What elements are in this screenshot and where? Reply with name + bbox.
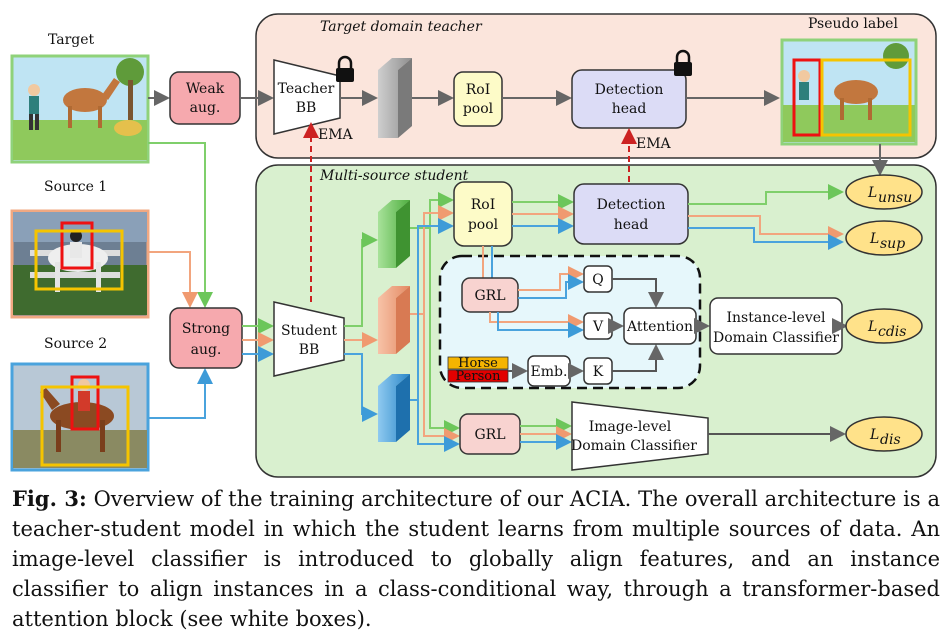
- embedding-label: Emb.: [531, 364, 568, 380]
- teacher-feature-map: [378, 58, 412, 138]
- loss-sup: L sup: [845, 220, 923, 256]
- student-feature-orange: [378, 286, 410, 354]
- student-bb-line2: BB: [299, 342, 320, 358]
- loss-dis: L dis: [845, 416, 923, 452]
- teacher-head-lock-icon: [674, 49, 692, 76]
- loss-unsu-sub: unsu: [878, 190, 912, 206]
- arrow-grl-q-blue: [518, 274, 584, 299]
- arrow-k-attention: [612, 344, 664, 372]
- strong-aug-box: [169, 307, 243, 369]
- teacher-bb-lock-icon: [336, 55, 354, 82]
- loss-unsu-symbol: L: [867, 185, 877, 201]
- image-classifier-line2: Domain Classifier: [571, 438, 697, 454]
- loss-sup-sub: sup: [880, 236, 905, 252]
- teacher-head-line1: Detection: [595, 82, 664, 98]
- arrow-source2-strong: [148, 368, 213, 419]
- target-image-label: Target: [48, 32, 95, 48]
- ema-label-backbone: EMA: [318, 127, 354, 143]
- weak-aug-box: [169, 71, 241, 125]
- teacher-backbone: [273, 59, 341, 135]
- loss-dis-sub: dis: [880, 432, 901, 448]
- strong-aug-line1: Strong: [182, 321, 230, 337]
- instance-classifier-line2: Domain Classifier: [713, 330, 839, 346]
- student-head-line2: head: [614, 217, 649, 233]
- student-roi-line1: RoI: [471, 197, 496, 213]
- teacher-head-line2: head: [612, 101, 647, 117]
- target-image: [10, 54, 150, 164]
- attention-grl-label: GRL: [474, 288, 505, 304]
- arrow-grl-v-blue: [497, 312, 584, 338]
- teacher-bb-line2: BB: [296, 100, 317, 116]
- pseudo-label-image: [780, 38, 918, 146]
- arrow-source1-strong: [148, 251, 198, 308]
- source2-image-label: Source 2: [44, 336, 107, 352]
- value-label: V: [592, 319, 604, 335]
- arrow-target-strong: [148, 142, 213, 308]
- pseudo-horse-box: [820, 58, 912, 137]
- loss-cdis-symbol: L: [867, 319, 877, 335]
- ema-label-head: EMA: [636, 136, 672, 152]
- image-classifier: [571, 401, 709, 471]
- instance-classifier-line1: Instance-level: [726, 310, 826, 326]
- student-head-line1: Detection: [597, 197, 666, 213]
- student-roi-line2: pool: [468, 217, 499, 233]
- weak-aug-line1: Weak: [186, 81, 225, 97]
- arrow-head-lunsu: [688, 184, 844, 205]
- source2-horse-box: [40, 385, 130, 467]
- image-grl-label: GRL: [474, 427, 505, 443]
- source1-image: [10, 209, 150, 319]
- class-horse-tag: [447, 356, 509, 370]
- source2-person-box: [70, 375, 100, 431]
- query-label: Q: [592, 272, 603, 288]
- loss-unsu: L unsu: [845, 174, 923, 210]
- source1-person-box: [60, 221, 94, 270]
- arrow-bb-feat-green: [344, 232, 378, 327]
- teacher-detection-head: [571, 69, 687, 129]
- loss-dis-symbol: L: [869, 427, 879, 443]
- strong-aug-line2: aug.: [191, 342, 222, 358]
- teacher-region-title: Target domain teacher: [320, 19, 483, 35]
- caption-prefix: Fig. 3:: [12, 486, 87, 511]
- source1-image-label: Source 1: [44, 179, 107, 195]
- arrow-feat-grl-blue: [417, 400, 460, 452]
- student-feature-green: [378, 200, 410, 268]
- figure-caption: Fig. 3: Overview of the training archite…: [12, 484, 940, 634]
- loss-cdis: L cdis: [845, 308, 923, 344]
- pseudo-label-title: Pseudo label: [808, 16, 898, 32]
- student-backbone: [273, 301, 345, 377]
- teacher-roi-line1: RoI: [466, 82, 491, 98]
- pseudo-person-box: [792, 58, 822, 137]
- arrow-head-lsup-blue: [688, 227, 844, 250]
- class-horse-label: Horse: [458, 356, 498, 371]
- class-person-tag: [447, 369, 509, 383]
- architecture-diagram: Target domain teacher Multi-source stude…: [10, 13, 937, 478]
- arrow-bb-feat-blue: [344, 353, 378, 422]
- caption-text: Overview of the training architecture of…: [12, 487, 940, 631]
- teacher-roi-line2: pool: [463, 101, 494, 117]
- teacher-roi-pool: [453, 71, 503, 127]
- arrow-feat-roi-blue: [410, 218, 454, 401]
- student-region-title: Multi-source student: [319, 168, 469, 184]
- student-detection-head: [573, 183, 689, 245]
- arrow-q-attention: [612, 278, 664, 308]
- teacher-bb-line1: Teacher: [278, 81, 335, 97]
- arrow-grl-v-orange: [489, 312, 584, 330]
- student-bb-line1: Student: [281, 323, 337, 339]
- class-person-label: Person: [456, 369, 502, 384]
- loss-cdis-sub: cdis: [878, 324, 906, 340]
- source1-horse-box: [34, 229, 124, 291]
- source2-image: [10, 362, 150, 472]
- attention-label: Attention: [626, 319, 693, 335]
- weak-aug-line2: aug.: [190, 100, 221, 116]
- image-classifier-line1: Image-level: [589, 419, 672, 435]
- key-label: K: [593, 364, 604, 380]
- loss-sup-symbol: L: [869, 231, 879, 247]
- student-feature-blue: [378, 374, 410, 442]
- arrow-head-lsup-orange: [688, 215, 844, 242]
- student-roi-pool: [453, 181, 513, 247]
